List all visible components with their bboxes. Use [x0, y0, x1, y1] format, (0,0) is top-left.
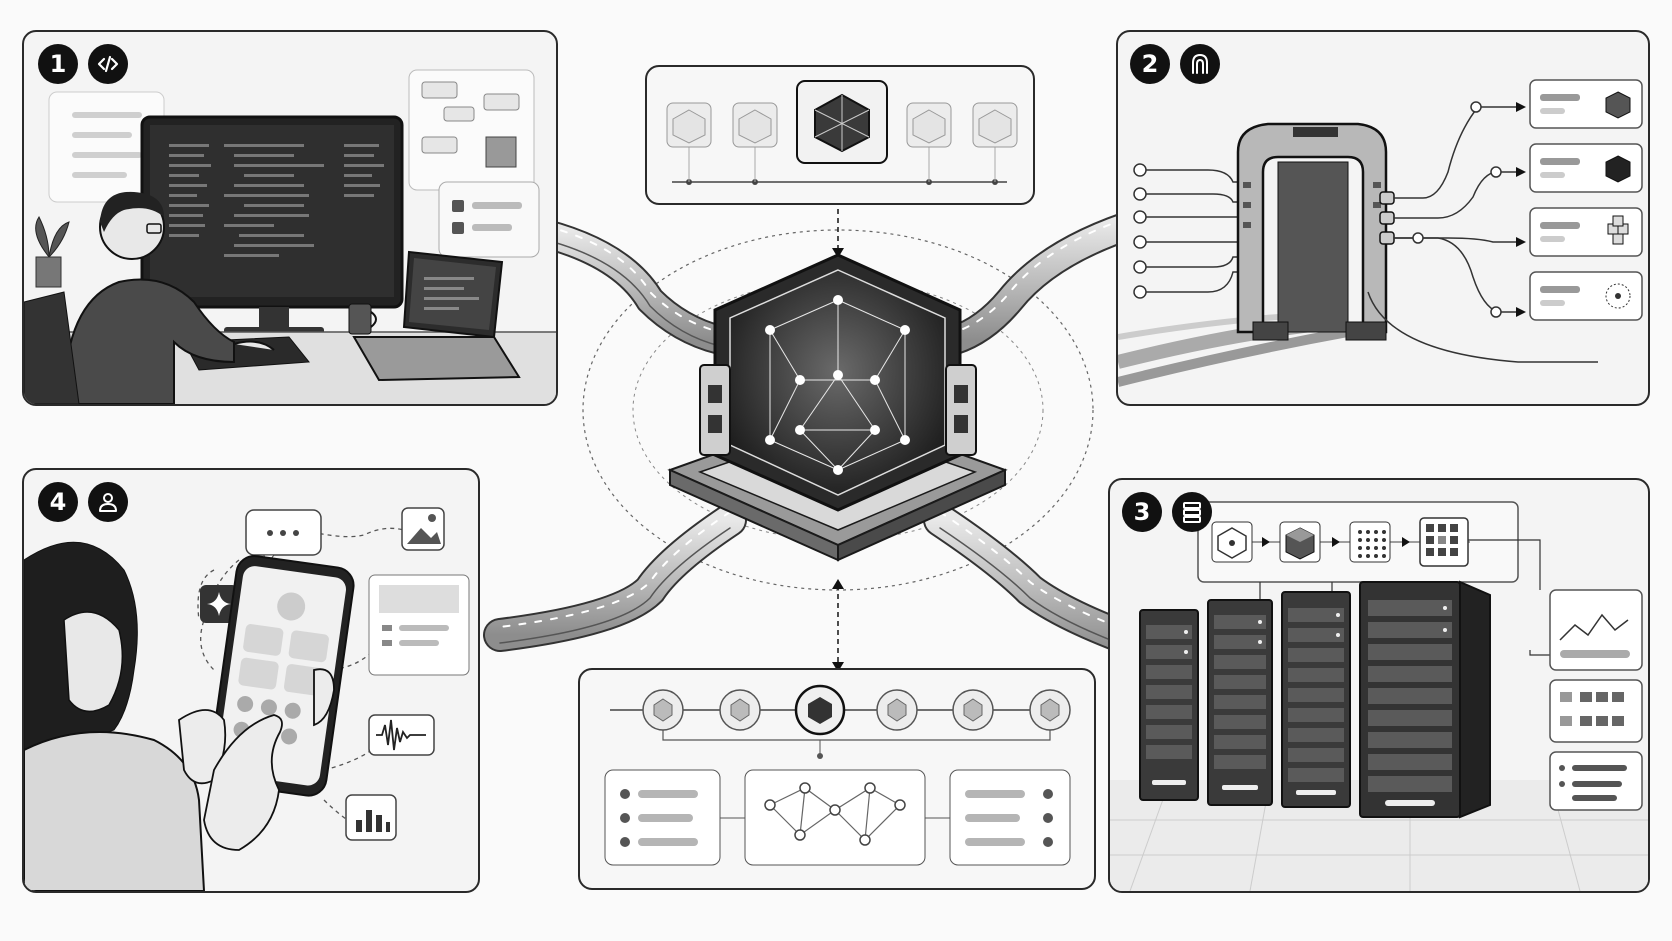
panel-api-gateway: 2 — [1116, 30, 1650, 406]
datacenter-illustration — [1110, 501, 1648, 891]
cable-to-panel-2 — [940, 207, 1155, 355]
line-chart-icon — [1549, 589, 1643, 671]
list-icon — [1549, 751, 1643, 811]
cube-icon — [1605, 91, 1631, 119]
dot-grid-icon — [1349, 521, 1391, 563]
grid-matrix-icon — [1419, 517, 1469, 567]
cube-stack-icon — [1607, 215, 1629, 245]
code-icon — [88, 44, 128, 84]
sparkle-icon — [200, 585, 238, 623]
table-grid-icon — [1549, 679, 1643, 743]
cube-icon — [1279, 521, 1321, 563]
cable-to-panel-1 — [515, 215, 735, 355]
server-rack-icon — [1172, 492, 1212, 532]
top-pipeline-graphic — [666, 80, 1018, 185]
dotted-sphere-icon — [1605, 283, 1631, 309]
bottom-model-pipeline-card — [578, 668, 1096, 890]
step-badge-2: 2 — [1130, 44, 1170, 84]
server-rack-group — [1139, 580, 1491, 819]
bar-chart-icon — [345, 794, 397, 841]
gateway-illustration — [1118, 79, 1643, 387]
hexagon-icon — [1605, 155, 1631, 183]
top-model-pipeline-card — [645, 65, 1035, 205]
step-badge-1: 1 — [38, 44, 78, 84]
image-icon — [401, 507, 445, 551]
panel-data-center: 3 — [1108, 478, 1650, 893]
developer-illustration — [24, 69, 556, 404]
pipeline-node-selected — [796, 80, 888, 164]
pipeline-node — [666, 102, 1018, 148]
step-badge-3: 3 — [1122, 492, 1162, 532]
user-icon — [88, 482, 128, 522]
cable-to-panel-4 — [483, 503, 747, 652]
waveform-icon — [368, 714, 435, 756]
panel-mobile-user: 4 — [22, 468, 480, 893]
mobile-illustration — [24, 507, 470, 891]
step-badge-4: 4 — [38, 482, 78, 522]
gateway-arch-icon — [1180, 44, 1220, 84]
panel-developer-workstation: 1 — [22, 30, 558, 406]
graph-icon — [1211, 521, 1253, 563]
central-hub — [667, 253, 1008, 562]
bottom-pipeline-graphic — [604, 684, 1071, 866]
